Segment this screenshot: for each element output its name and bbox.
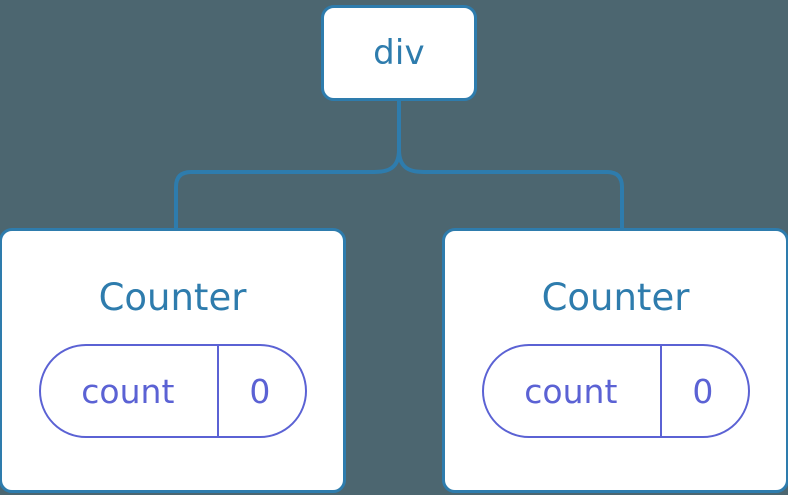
node-counter-left[interactable]: Counter count 0 <box>0 228 346 493</box>
state-value-left: 0 <box>249 371 271 411</box>
state-key-left: count <box>81 371 175 411</box>
node-counter-left-label: Counter <box>98 276 247 319</box>
connector-branch-left <box>174 149 401 230</box>
state-pill-divider-right <box>659 346 662 436</box>
state-key-right: count <box>524 371 618 411</box>
connector-branch-right <box>397 149 624 230</box>
state-pill-divider-left <box>216 346 219 436</box>
node-div[interactable]: div <box>321 5 477 101</box>
node-counter-right[interactable]: Counter count 0 <box>442 228 788 493</box>
node-counter-right-label: Counter <box>541 276 690 319</box>
node-div-label: div <box>373 33 425 73</box>
state-value-right: 0 <box>692 371 714 411</box>
state-pill-left[interactable]: count 0 <box>38 344 307 438</box>
state-pill-right[interactable]: count 0 <box>481 344 750 438</box>
